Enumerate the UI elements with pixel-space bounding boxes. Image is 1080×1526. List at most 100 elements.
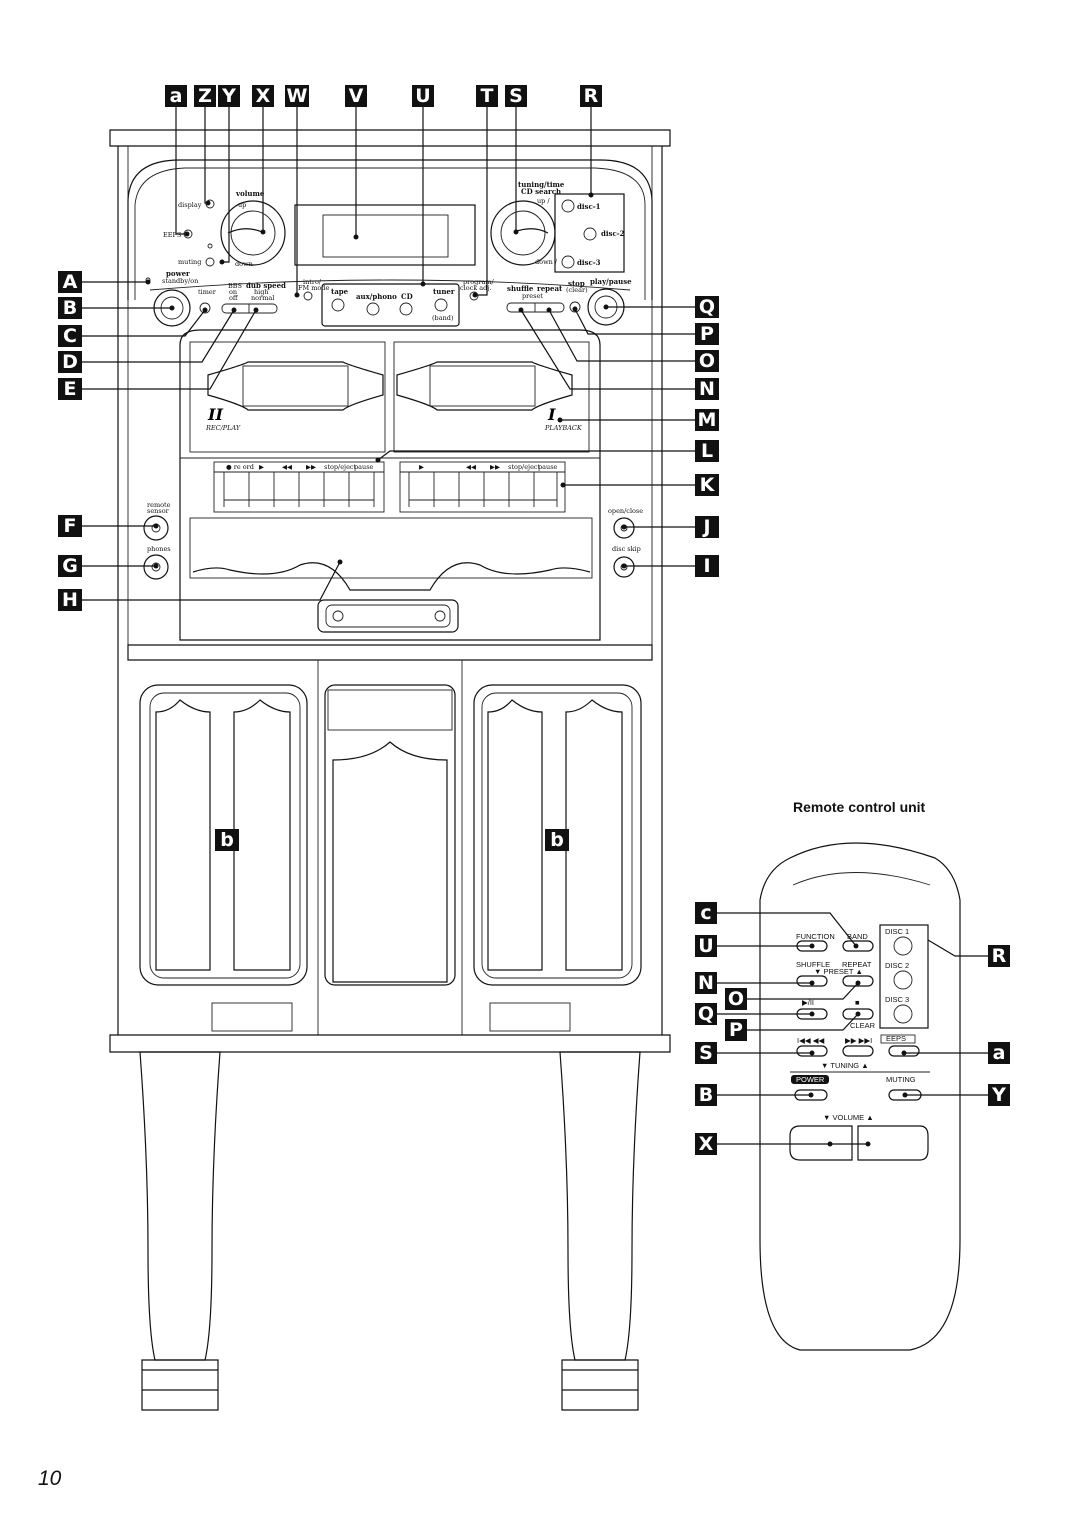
- callout-a-remote: a: [988, 1042, 1010, 1064]
- deck1-key-play: ▶: [419, 463, 424, 471]
- svg-text:Y: Y: [221, 85, 236, 107]
- label-up: up: [238, 201, 246, 209]
- label-standby: standby/on: [162, 277, 198, 285]
- label-bbs-off: off: [229, 294, 239, 302]
- svg-text:T: T: [481, 85, 494, 107]
- deck1-key-dividers: [400, 471, 565, 507]
- label-dub-speed: dub speed: [246, 281, 286, 290]
- svg-text:A: A: [63, 271, 78, 293]
- callout-p-right: P: [695, 323, 719, 345]
- right-leader-dots: [375, 304, 627, 569]
- callout-t-top: T: [476, 85, 498, 107]
- label-intro: intro/: [303, 278, 322, 286]
- callout-b-remote: B: [695, 1084, 717, 1106]
- remote-label-function: FUNCTION: [796, 932, 835, 941]
- svg-text:Q: Q: [698, 1003, 714, 1025]
- remote-label-band: BAND: [847, 932, 868, 941]
- label-repeat: repeat: [537, 284, 563, 293]
- deck2-key-dividers: [214, 471, 384, 507]
- remote-label-volume: ▼ VOLUME ▲: [823, 1113, 874, 1122]
- left-leader-lines: [82, 281, 341, 601]
- remote-label-muting: MUTING: [886, 1075, 916, 1084]
- svg-text:P: P: [700, 323, 714, 345]
- remote-label-disc3: DISC 3: [885, 995, 909, 1004]
- callout-m-right: M: [695, 409, 719, 431]
- callout-u-top: U: [412, 85, 434, 107]
- label-clear: (clear): [566, 286, 588, 294]
- remote-leader-dots: [808, 943, 908, 1147]
- svg-text:N: N: [699, 378, 715, 400]
- label-tape: tape: [331, 287, 349, 296]
- remote-control: FUNCTION BAND DISC 1 DISC 2 DISC 3 SHUFF…: [759, 842, 961, 1351]
- label-disc1: disc-1: [577, 202, 601, 211]
- callout-x-top: X: [252, 85, 274, 107]
- svg-text:X: X: [256, 85, 271, 107]
- label-deck1: I: [547, 405, 556, 424]
- top-leader-lines: [175, 107, 592, 296]
- callout-k-right: K: [695, 474, 719, 496]
- cabinet: [109, 129, 671, 1411]
- remote-title: Remote control unit: [793, 799, 926, 815]
- deck2-key-rew: ◀◀: [282, 463, 292, 471]
- svg-text:U: U: [415, 85, 430, 107]
- remote-label-play-pause: ▶/II: [802, 998, 814, 1007]
- remote-label-repeat: REPEAT: [842, 960, 872, 969]
- callout-c-left: C: [58, 325, 82, 347]
- callout-v-top: V: [345, 85, 367, 107]
- svg-text:a: a: [170, 85, 183, 107]
- label-eeps: EEPS: [163, 231, 181, 239]
- svg-text:O: O: [699, 350, 715, 372]
- callout-o-right: O: [695, 350, 719, 372]
- deck2-key-record: ● re ord: [226, 463, 254, 471]
- callout-x-remote: X: [695, 1133, 717, 1155]
- label-disc3: disc-3: [577, 258, 601, 267]
- deck1-key-stop: stop/eject: [508, 463, 541, 471]
- callout-h-left: H: [58, 589, 82, 611]
- label-cd-search: CD search: [521, 187, 561, 196]
- callout-n-remote: N: [695, 972, 717, 994]
- label-tuning-time: tuning/time: [518, 180, 565, 189]
- deck2-key-ff: ▶▶: [306, 463, 316, 471]
- callout-c-remote: c: [695, 902, 717, 924]
- label-program: program/: [463, 278, 494, 286]
- callout-s-top: S: [505, 85, 527, 107]
- svg-text:B: B: [699, 1084, 713, 1106]
- left-leader-dots: [145, 279, 343, 569]
- callout-q-right: Q: [695, 296, 719, 318]
- callout-n-right: N: [695, 378, 719, 400]
- unit-labels: display EEPS muting volume up down power…: [147, 180, 643, 553]
- remote-leader-lines: [717, 912, 988, 1145]
- label-timer: timer: [198, 288, 217, 296]
- svg-text:L: L: [701, 440, 713, 462]
- svg-text:C: C: [63, 325, 77, 347]
- remote-label-disc2: DISC 2: [885, 961, 909, 970]
- svg-text:R: R: [992, 945, 1007, 967]
- label-high: high: [254, 288, 269, 296]
- deck2-key-stop: stop/eject: [324, 463, 357, 471]
- callout-p-remote: P: [725, 1019, 747, 1041]
- remote-label-stop: ■: [855, 998, 860, 1007]
- deck2-key-play: ▶: [259, 463, 264, 471]
- callout-a-left: A: [58, 271, 82, 293]
- label-shuffle: shuffle: [507, 284, 534, 293]
- svg-text:S: S: [509, 85, 523, 107]
- label-preset: preset: [522, 292, 543, 300]
- label-open-close: open/close: [608, 507, 643, 515]
- svg-text:X: X: [699, 1133, 714, 1155]
- svg-text:B: B: [63, 297, 77, 319]
- svg-text:c: c: [700, 902, 711, 924]
- svg-text:V: V: [349, 85, 364, 107]
- label-rec-play: REC/PLAY: [205, 424, 241, 432]
- svg-text:U: U: [698, 935, 713, 957]
- callout-z-top: Z: [194, 85, 216, 107]
- svg-text:H: H: [62, 589, 78, 611]
- label-power: power: [166, 269, 190, 278]
- svg-text:Q: Q: [699, 296, 715, 318]
- remote-label-eeps: EEPS: [886, 1034, 906, 1043]
- label-disc2: disc-2: [601, 229, 625, 238]
- label-cd: CD: [401, 292, 413, 301]
- remote-label-skip-back: I◀◀ ◀◀: [797, 1036, 825, 1045]
- callout-j-right: J: [695, 516, 719, 538]
- svg-text:I: I: [703, 555, 710, 577]
